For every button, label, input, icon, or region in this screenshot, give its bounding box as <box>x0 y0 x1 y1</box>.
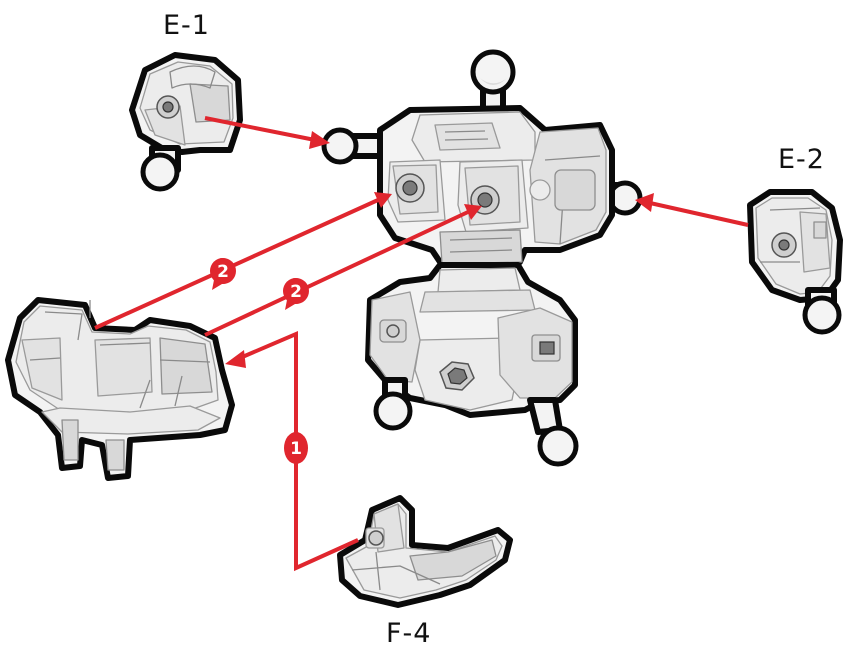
label-part-e2: E-2 <box>778 144 825 175</box>
step-number-2b: 2 <box>290 282 302 302</box>
armor-part-large <box>5 297 235 481</box>
hip-ball-left <box>373 377 413 431</box>
part-f4 <box>337 495 513 608</box>
hip-ball-right <box>527 397 579 467</box>
waist-assembly <box>365 262 578 418</box>
arrow-e1-to-torso <box>204 116 330 149</box>
arrow-step2-right-socket <box>204 204 482 337</box>
label-part-e1: E-1 <box>163 10 210 41</box>
step-number-1: 1 <box>290 439 302 459</box>
step-marker-2-upper: 2 <box>210 258 236 290</box>
torso-assembly <box>321 49 643 265</box>
arrow-step2-left-socket <box>94 192 392 330</box>
part-e2 <box>747 189 843 335</box>
step-marker-1: 1 <box>284 432 308 464</box>
step-marker-2-lower: 2 <box>283 278 309 310</box>
label-part-f4: F-4 <box>386 618 431 648</box>
part-e1 <box>129 52 243 192</box>
left-ball-joint <box>321 127 388 165</box>
arrow-e2-to-torso <box>635 193 749 227</box>
step-number-2a: 2 <box>217 262 229 282</box>
